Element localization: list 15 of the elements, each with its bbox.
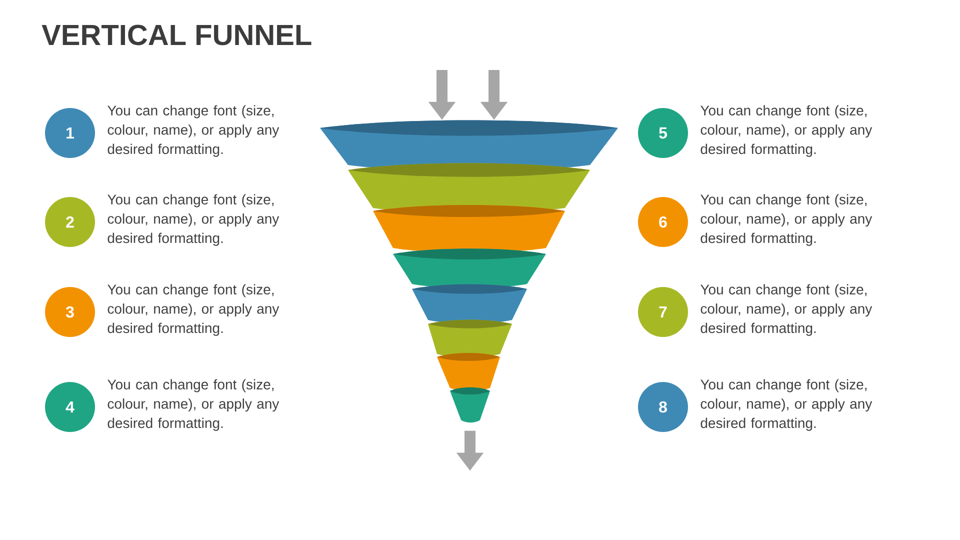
description-text: You can change font (size, colour, name), or apply any desired formatting.	[700, 105, 872, 157]
funnel-layer	[428, 320, 512, 358]
description-text: You can change font (size, colour, name), or apply any desired formatting.	[108, 105, 280, 157]
title: VERTICAL FUNNEL	[42, 24, 312, 46]
description-text: You can change font (size, colour, name), or apply any desired formatting.	[108, 194, 280, 246]
description-text: You can change font (size, colour, name), or apply any desired formatting.	[700, 194, 872, 246]
funnel-layer	[373, 204, 565, 253]
funnel-layer	[437, 353, 500, 391]
funnel-layer	[450, 387, 490, 422]
description-text: You can change font (size, colour, name), or apply any desired formatting.	[700, 379, 872, 431]
description-text: You can change font (size, colour, name), or apply any desired formatting.	[700, 284, 872, 336]
funnel-layer	[412, 284, 527, 324]
description-text: You can change font (size, colour, name), or apply any desired formatting.	[108, 284, 280, 336]
funnel-layer	[393, 248, 546, 288]
description-text: You can change font (size, colour, name), or apply any desired formatting.	[108, 379, 280, 431]
